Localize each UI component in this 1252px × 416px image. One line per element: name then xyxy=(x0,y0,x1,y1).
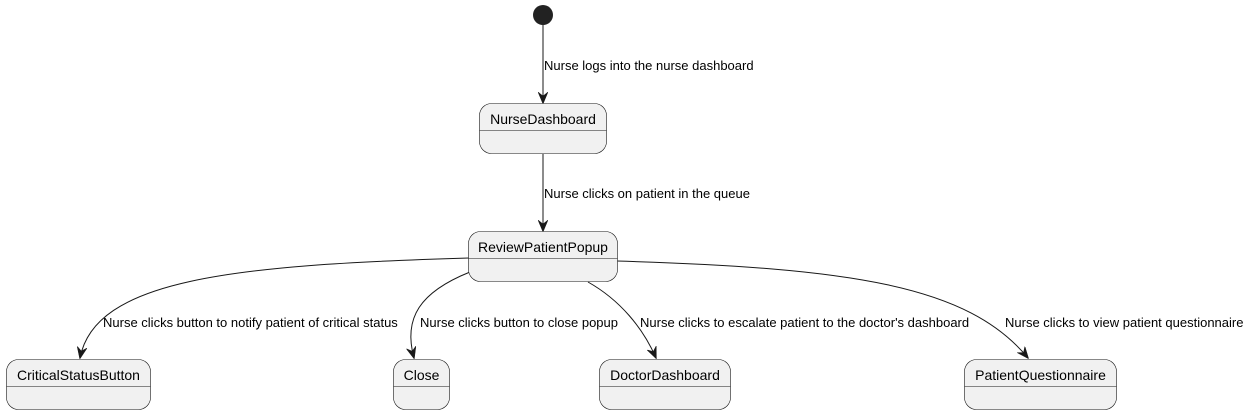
state-close: Close xyxy=(393,359,450,410)
transition-review-popup-to-doctor-dashboard: Nurse clicks to escalate patient to the … xyxy=(587,281,969,358)
state-label: NurseDashboard xyxy=(490,111,596,127)
edge-line xyxy=(616,260,1028,358)
state-critical-status-button: CriticalStatusButton xyxy=(6,359,151,410)
edge-label-view-questionnaire: Nurse clicks to view patient questionnai… xyxy=(1005,315,1243,330)
transition-start-to-nurse-dashboard: Nurse logs into the nurse dashboard xyxy=(543,25,754,103)
edge-label-login: Nurse logs into the nurse dashboard xyxy=(544,58,754,73)
edge-label-escalate: Nurse clicks to escalate patient to the … xyxy=(640,315,969,330)
initial-state xyxy=(533,5,553,25)
state-label: DoctorDashboard xyxy=(610,367,720,383)
state-review-patient-popup: ReviewPatientPopup xyxy=(468,231,618,282)
edge-line xyxy=(411,271,471,358)
edge-label-close-popup: Nurse clicks button to close popup xyxy=(420,315,618,330)
state-label: PatientQuestionnaire xyxy=(975,367,1106,383)
edge-label-critical-status: Nurse clicks button to notify patient of… xyxy=(103,315,398,330)
transition-nurse-dashboard-to-review-popup: Nurse clicks on patient in the queue xyxy=(543,154,750,231)
edge-label-click-patient: Nurse clicks on patient in the queue xyxy=(544,186,750,201)
state-doctor-dashboard: DoctorDashboard xyxy=(599,359,731,410)
transition-review-popup-to-close: Nurse clicks button to close popup xyxy=(411,271,618,358)
transition-review-popup-to-patient-questionnaire: Nurse clicks to view patient questionnai… xyxy=(616,260,1243,358)
edge-line xyxy=(587,281,656,358)
state-nurse-dashboard: NurseDashboard xyxy=(479,103,607,154)
state-label: CriticalStatusButton xyxy=(17,367,140,383)
transition-review-popup-to-critical-status: Nurse clicks button to notify patient of… xyxy=(80,257,470,358)
edge-line xyxy=(80,257,470,358)
state-label: Close xyxy=(404,367,440,383)
state-label: ReviewPatientPopup xyxy=(478,239,608,255)
state-patient-questionnaire: PatientQuestionnaire xyxy=(964,359,1117,410)
